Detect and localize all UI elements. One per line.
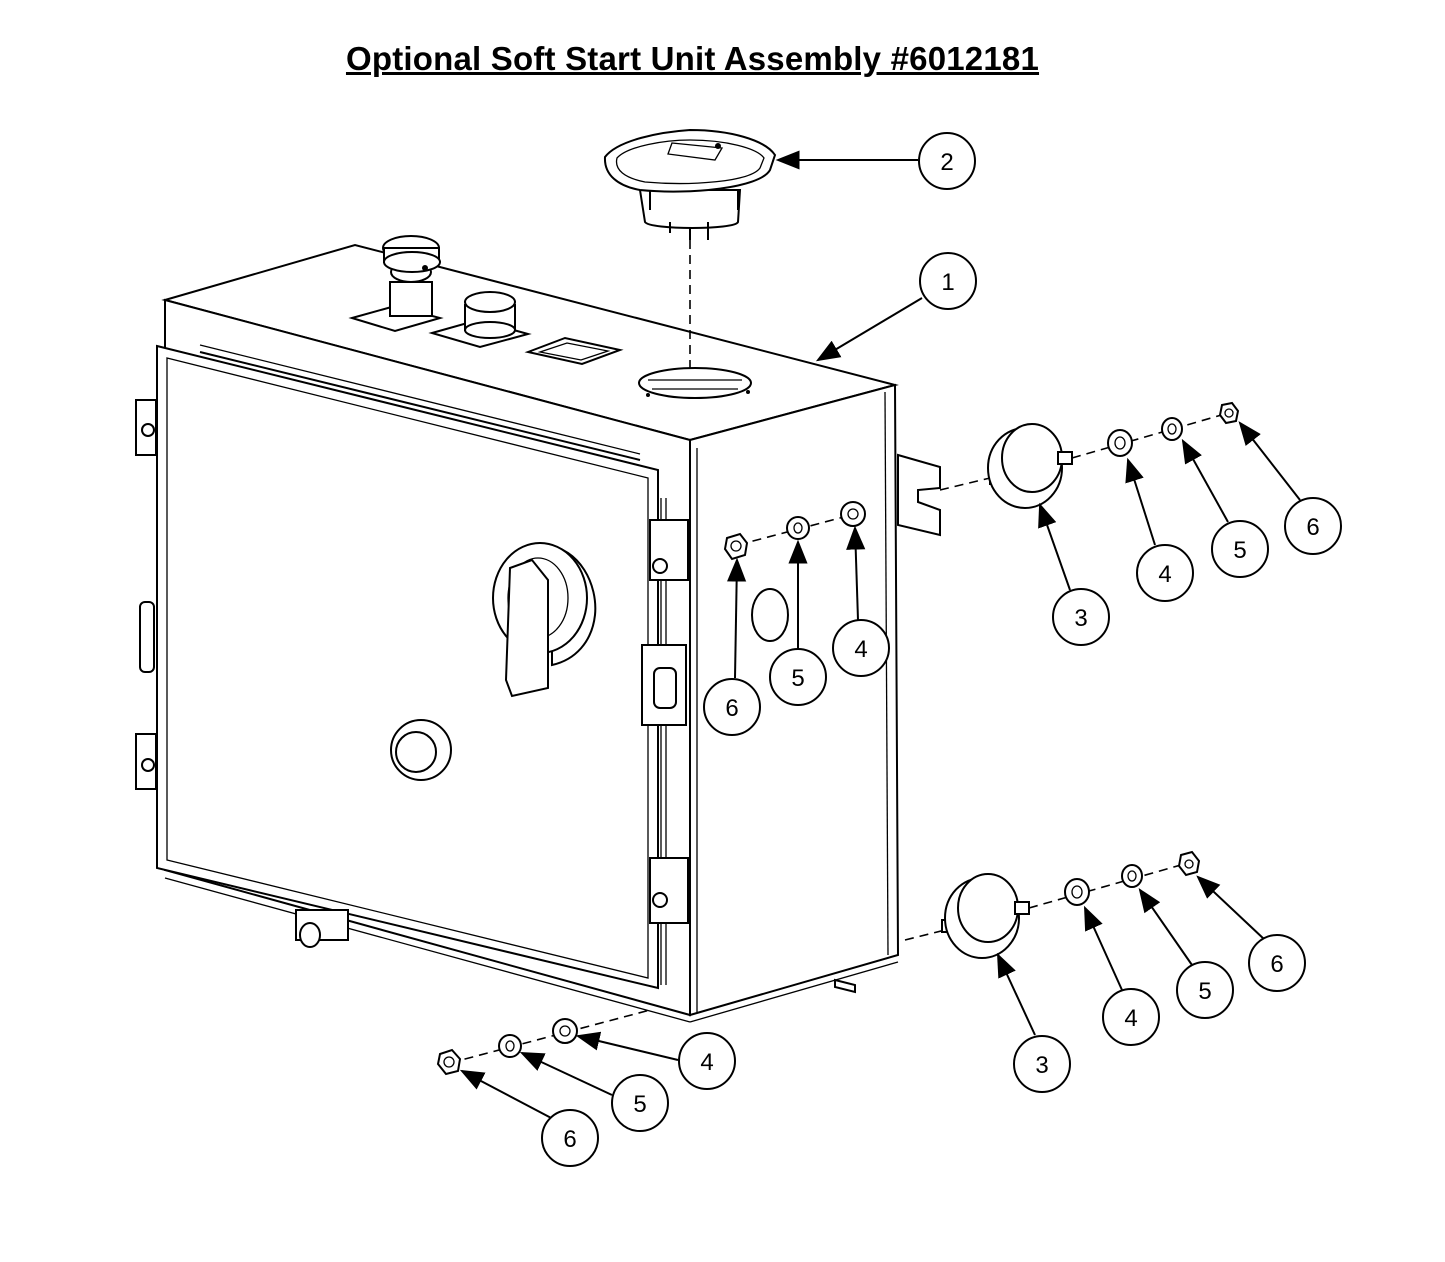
callout-5-upper-right-label: 5 bbox=[1233, 537, 1246, 564]
callout-1-label: 1 bbox=[941, 269, 954, 296]
callout-4-upper-right: 4 bbox=[1136, 544, 1194, 602]
callout-5-upper-left-label: 5 bbox=[791, 665, 804, 692]
callout-6-lower-left-label: 6 bbox=[563, 1126, 576, 1153]
callout-6-lower-right: 6 bbox=[1248, 934, 1306, 992]
callout-4-upper-right-label: 4 bbox=[1158, 561, 1171, 588]
callout-5-lower-left-label: 5 bbox=[633, 1091, 646, 1118]
callout-6-lower-right-label: 6 bbox=[1270, 951, 1283, 978]
callout-4-upper-left: 4 bbox=[832, 619, 890, 677]
callout-5-upper-right: 5 bbox=[1211, 520, 1269, 578]
callout-2-label: 2 bbox=[940, 149, 953, 176]
callout-6-upper-right-label: 6 bbox=[1306, 514, 1319, 541]
enclosure bbox=[135, 235, 941, 1023]
callout-6-upper-left: 6 bbox=[703, 678, 761, 736]
upper-right-isolator bbox=[939, 401, 1240, 509]
callout-6-upper-left-label: 6 bbox=[725, 695, 738, 722]
lower-left-fasteners bbox=[436, 1009, 651, 1076]
callout-4-lower-right: 4 bbox=[1102, 988, 1160, 1046]
callout-3-lower-label: 3 bbox=[1035, 1052, 1048, 1079]
lower-right-isolator bbox=[904, 850, 1201, 959]
leader-lines bbox=[459, 150, 1301, 1121]
callout-2: 2 bbox=[918, 132, 976, 190]
callout-4-upper-left-label: 4 bbox=[854, 636, 867, 663]
soft-start-keypad bbox=[603, 128, 777, 240]
callout-5-lower-right-label: 5 bbox=[1198, 978, 1211, 1005]
callout-1: 1 bbox=[919, 252, 977, 310]
callout-5-lower-left: 5 bbox=[611, 1074, 669, 1132]
callout-4-lower-left: 4 bbox=[678, 1032, 736, 1090]
callout-5-lower-right: 5 bbox=[1176, 961, 1234, 1019]
page-title: Optional Soft Start Unit Assembly #60121… bbox=[345, 40, 1040, 77]
callout-3-upper: 3 bbox=[1052, 588, 1110, 646]
callout-4-lower-left-label: 4 bbox=[700, 1049, 713, 1076]
callout-5-upper-left: 5 bbox=[769, 648, 827, 706]
callout-3-lower: 3 bbox=[1013, 1035, 1071, 1093]
callout-6-upper-right: 6 bbox=[1284, 497, 1342, 555]
callout-6-lower-left: 6 bbox=[541, 1109, 599, 1167]
upper-left-fasteners bbox=[723, 501, 866, 561]
callout-3-upper-label: 3 bbox=[1074, 605, 1087, 632]
callout-4-lower-right-label: 4 bbox=[1124, 1005, 1137, 1032]
